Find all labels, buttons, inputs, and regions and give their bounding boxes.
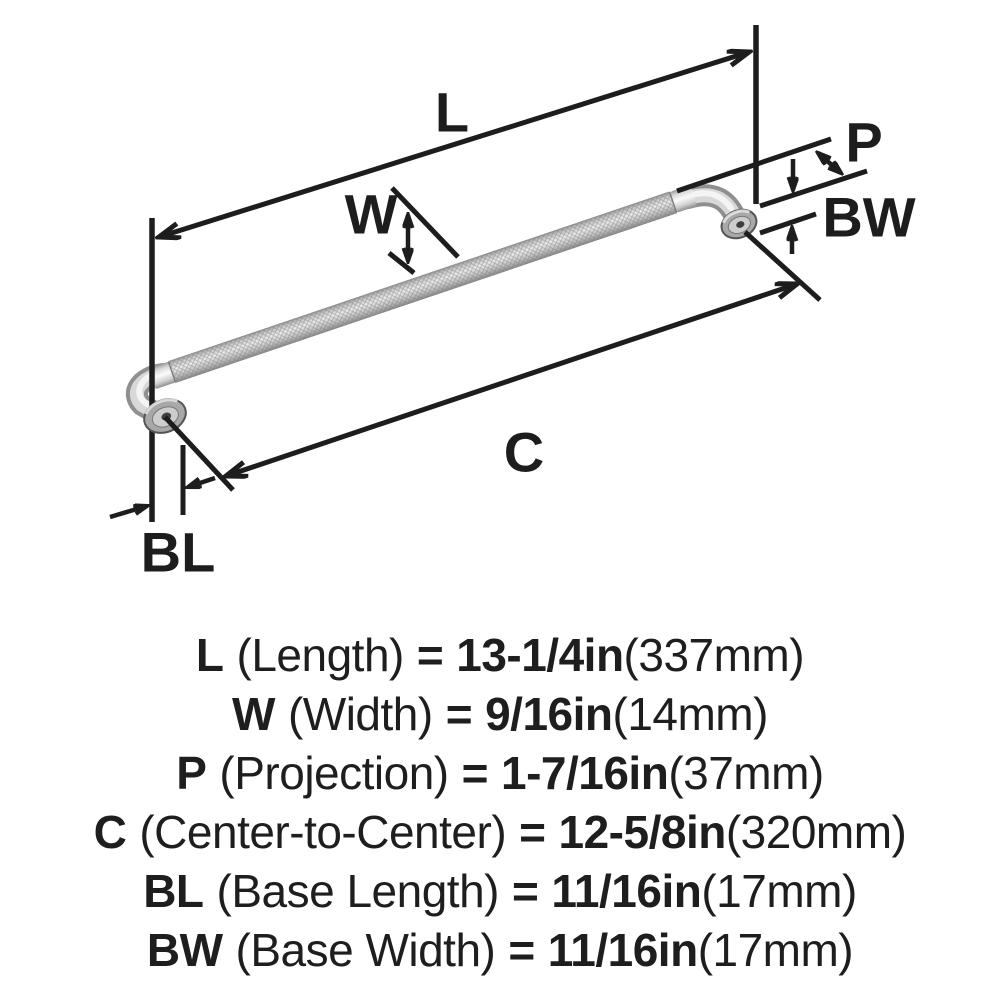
spec-equals: = — [519, 806, 546, 858]
spec-label: L — [195, 629, 224, 681]
dimension-line-C — [226, 284, 797, 476]
spec-equals: = — [445, 688, 473, 740]
spec-label: C — [93, 806, 127, 858]
spec-equals: = — [508, 924, 535, 976]
spec-metric: (14mm) — [612, 688, 769, 740]
extension-line-C-right — [743, 230, 822, 302]
spec-value: 11/16in — [551, 865, 702, 917]
arrow-BL-left — [109, 506, 147, 520]
spec-descriptor: (Center-to-Center) — [139, 806, 507, 858]
spec-row-projection: P (Projection) = 1-7/16in (37mm) — [176, 744, 824, 803]
label-BW: BW — [822, 186, 915, 249]
spec-row-base-width: BW (Base Width) = 11/16in (17mm) — [146, 921, 854, 980]
base-left — [143, 398, 187, 434]
spec-descriptor: (Projection) — [219, 747, 449, 799]
arrow-BL-right — [188, 475, 216, 487]
arrow-P-diagonal — [818, 153, 841, 173]
spec-metric: (320mm) — [725, 806, 907, 858]
spec-metric: (37mm) — [668, 747, 824, 799]
spec-row-center-to-center: C (Center-to-Center) = 12-5/8in (320mm) — [94, 803, 907, 862]
tick-W-lower — [387, 251, 416, 275]
spec-equals: = — [461, 747, 489, 799]
spec-value: 11/16in — [547, 924, 698, 976]
label-C: C — [504, 421, 544, 484]
spec-row-width: W (Width) = 9/16in (14mm) — [232, 685, 768, 744]
spec-label: P — [176, 747, 207, 799]
spec-metric: (17mm) — [701, 865, 857, 917]
label-P: P — [845, 111, 882, 174]
spec-list: L (Length) = 13-1/4in (337mm) W (Width) … — [0, 626, 1000, 980]
spec-label: BL — [143, 865, 204, 917]
extension-line-P-lower — [759, 168, 868, 209]
spec-value: 1-7/16in — [501, 747, 669, 799]
spec-metric: (17mm) — [697, 924, 854, 976]
spec-descriptor: (Base Length) — [216, 865, 500, 917]
spec-descriptor: (Length) — [236, 629, 405, 681]
base-left-flange-highlight — [144, 398, 178, 415]
spec-metric: (337mm) — [623, 629, 805, 681]
spec-label: W — [232, 688, 275, 740]
pull-handle — [126, 184, 749, 424]
spec-equals: = — [512, 865, 539, 917]
tick-W-upper — [390, 186, 460, 259]
label-L: L — [435, 81, 469, 144]
spec-equals: = — [416, 629, 444, 681]
spec-descriptor: (Base Width) — [235, 924, 496, 976]
spec-row-base-length: BL (Base Length) = 11/16in (17mm) — [143, 862, 857, 921]
extension-line-BW-lower — [759, 211, 817, 236]
extension-line-P-upper — [676, 136, 832, 194]
label-W: W — [345, 183, 398, 246]
spec-value: 12-5/8in — [558, 806, 727, 858]
spec-value: 9/16in — [485, 688, 613, 740]
dimension-line-L — [159, 52, 749, 237]
dimension-diagram: L W P BW C BL — [109, 25, 916, 584]
spec-row-length: L (Length) = 13-1/4in (337mm) — [195, 626, 805, 685]
extension-line-C-left — [163, 415, 235, 492]
spec-descriptor: (Width) — [287, 688, 433, 740]
ferrule-left-seam — [167, 361, 177, 383]
spec-label: BW — [146, 924, 223, 976]
handle-ferrule-left — [148, 362, 176, 389]
spec-value: 13-1/4in — [456, 629, 624, 681]
label-BL: BL — [141, 521, 216, 584]
